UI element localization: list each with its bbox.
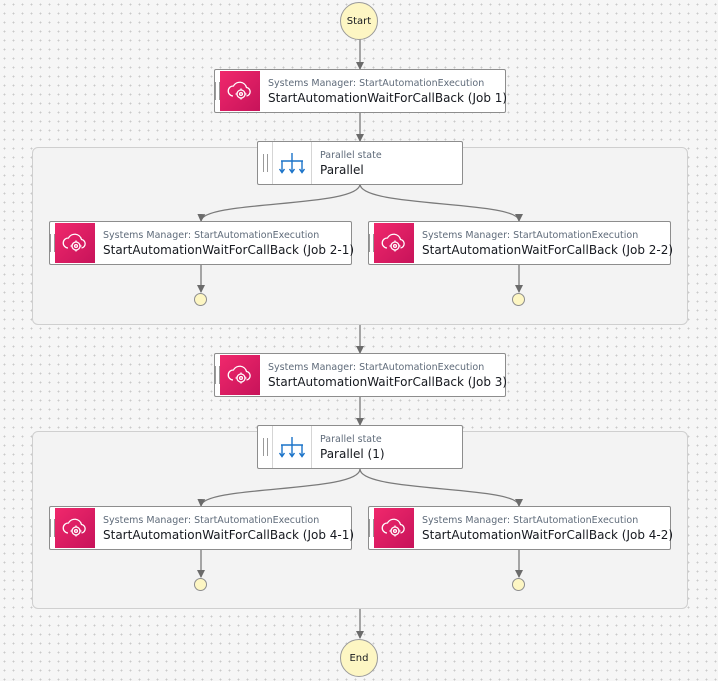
- state-job-1[interactable]: Systems Manager: StartAutomationExecutio…: [214, 69, 508, 113]
- parallel-state-icon: [272, 426, 312, 468]
- state-name: StartAutomationWaitForCallBack (Job 2-2): [422, 242, 674, 257]
- state-parallel[interactable]: Parallel state Parallel: [257, 141, 463, 185]
- state-type: Systems Manager: StartAutomationExecutio…: [268, 77, 485, 89]
- end-label: End: [349, 652, 369, 664]
- state-parallel-1[interactable]: Parallel state Parallel (1): [257, 425, 463, 469]
- state-type: Systems Manager: StartAutomationExecutio…: [422, 514, 639, 526]
- systems-manager-icon: [220, 71, 260, 111]
- state-type: Systems Manager: StartAutomationExecutio…: [268, 361, 485, 373]
- state-type: Systems Manager: StartAutomationExecutio…: [422, 229, 639, 241]
- branch-end-dot: [512, 578, 525, 591]
- state-name: StartAutomationWaitForCallBack (Job 2-1): [103, 242, 355, 257]
- systems-manager-icon: [55, 508, 95, 548]
- parallel-state-icon: [272, 142, 312, 184]
- systems-manager-icon: [220, 355, 260, 395]
- branch-end-dot: [512, 293, 525, 306]
- state-job-2-1[interactable]: Systems Manager: StartAutomationExecutio…: [49, 221, 355, 265]
- branch-end-dot: [194, 578, 207, 591]
- drag-handle[interactable]: [258, 426, 272, 468]
- drag-handle[interactable]: [369, 222, 374, 264]
- state-type: Systems Manager: StartAutomationExecutio…: [103, 514, 320, 526]
- start-label: Start: [346, 15, 372, 27]
- state-name: StartAutomationWaitForCallBack (Job 1): [268, 90, 508, 105]
- state-name: StartAutomationWaitForCallBack (Job 4-1): [103, 527, 355, 542]
- branch-end-dot: [194, 293, 207, 306]
- state-job-2-2[interactable]: Systems Manager: StartAutomationExecutio…: [368, 221, 674, 265]
- state-name: Parallel (1): [320, 446, 385, 461]
- state-type: Systems Manager: StartAutomationExecutio…: [103, 229, 320, 241]
- state-name: StartAutomationWaitForCallBack (Job 3): [268, 374, 508, 389]
- state-job-4-1[interactable]: Systems Manager: StartAutomationExecutio…: [49, 506, 355, 550]
- start-node[interactable]: Start: [340, 2, 378, 40]
- systems-manager-icon: [374, 508, 414, 548]
- state-job-4-2[interactable]: Systems Manager: StartAutomationExecutio…: [368, 506, 674, 550]
- end-node[interactable]: End: [340, 639, 378, 677]
- systems-manager-icon: [55, 223, 95, 263]
- systems-manager-icon: [374, 223, 414, 263]
- state-type: Parallel state: [320, 433, 382, 445]
- drag-handle[interactable]: [215, 354, 220, 396]
- state-type: Parallel state: [320, 149, 382, 161]
- state-name: Parallel: [320, 162, 364, 177]
- drag-handle[interactable]: [258, 142, 272, 184]
- drag-handle[interactable]: [215, 70, 220, 112]
- state-job-3[interactable]: Systems Manager: StartAutomationExecutio…: [214, 353, 508, 397]
- drag-handle[interactable]: [369, 507, 374, 549]
- drag-handle[interactable]: [50, 507, 55, 549]
- state-name: StartAutomationWaitForCallBack (Job 4-2): [422, 527, 674, 542]
- drag-handle[interactable]: [50, 222, 55, 264]
